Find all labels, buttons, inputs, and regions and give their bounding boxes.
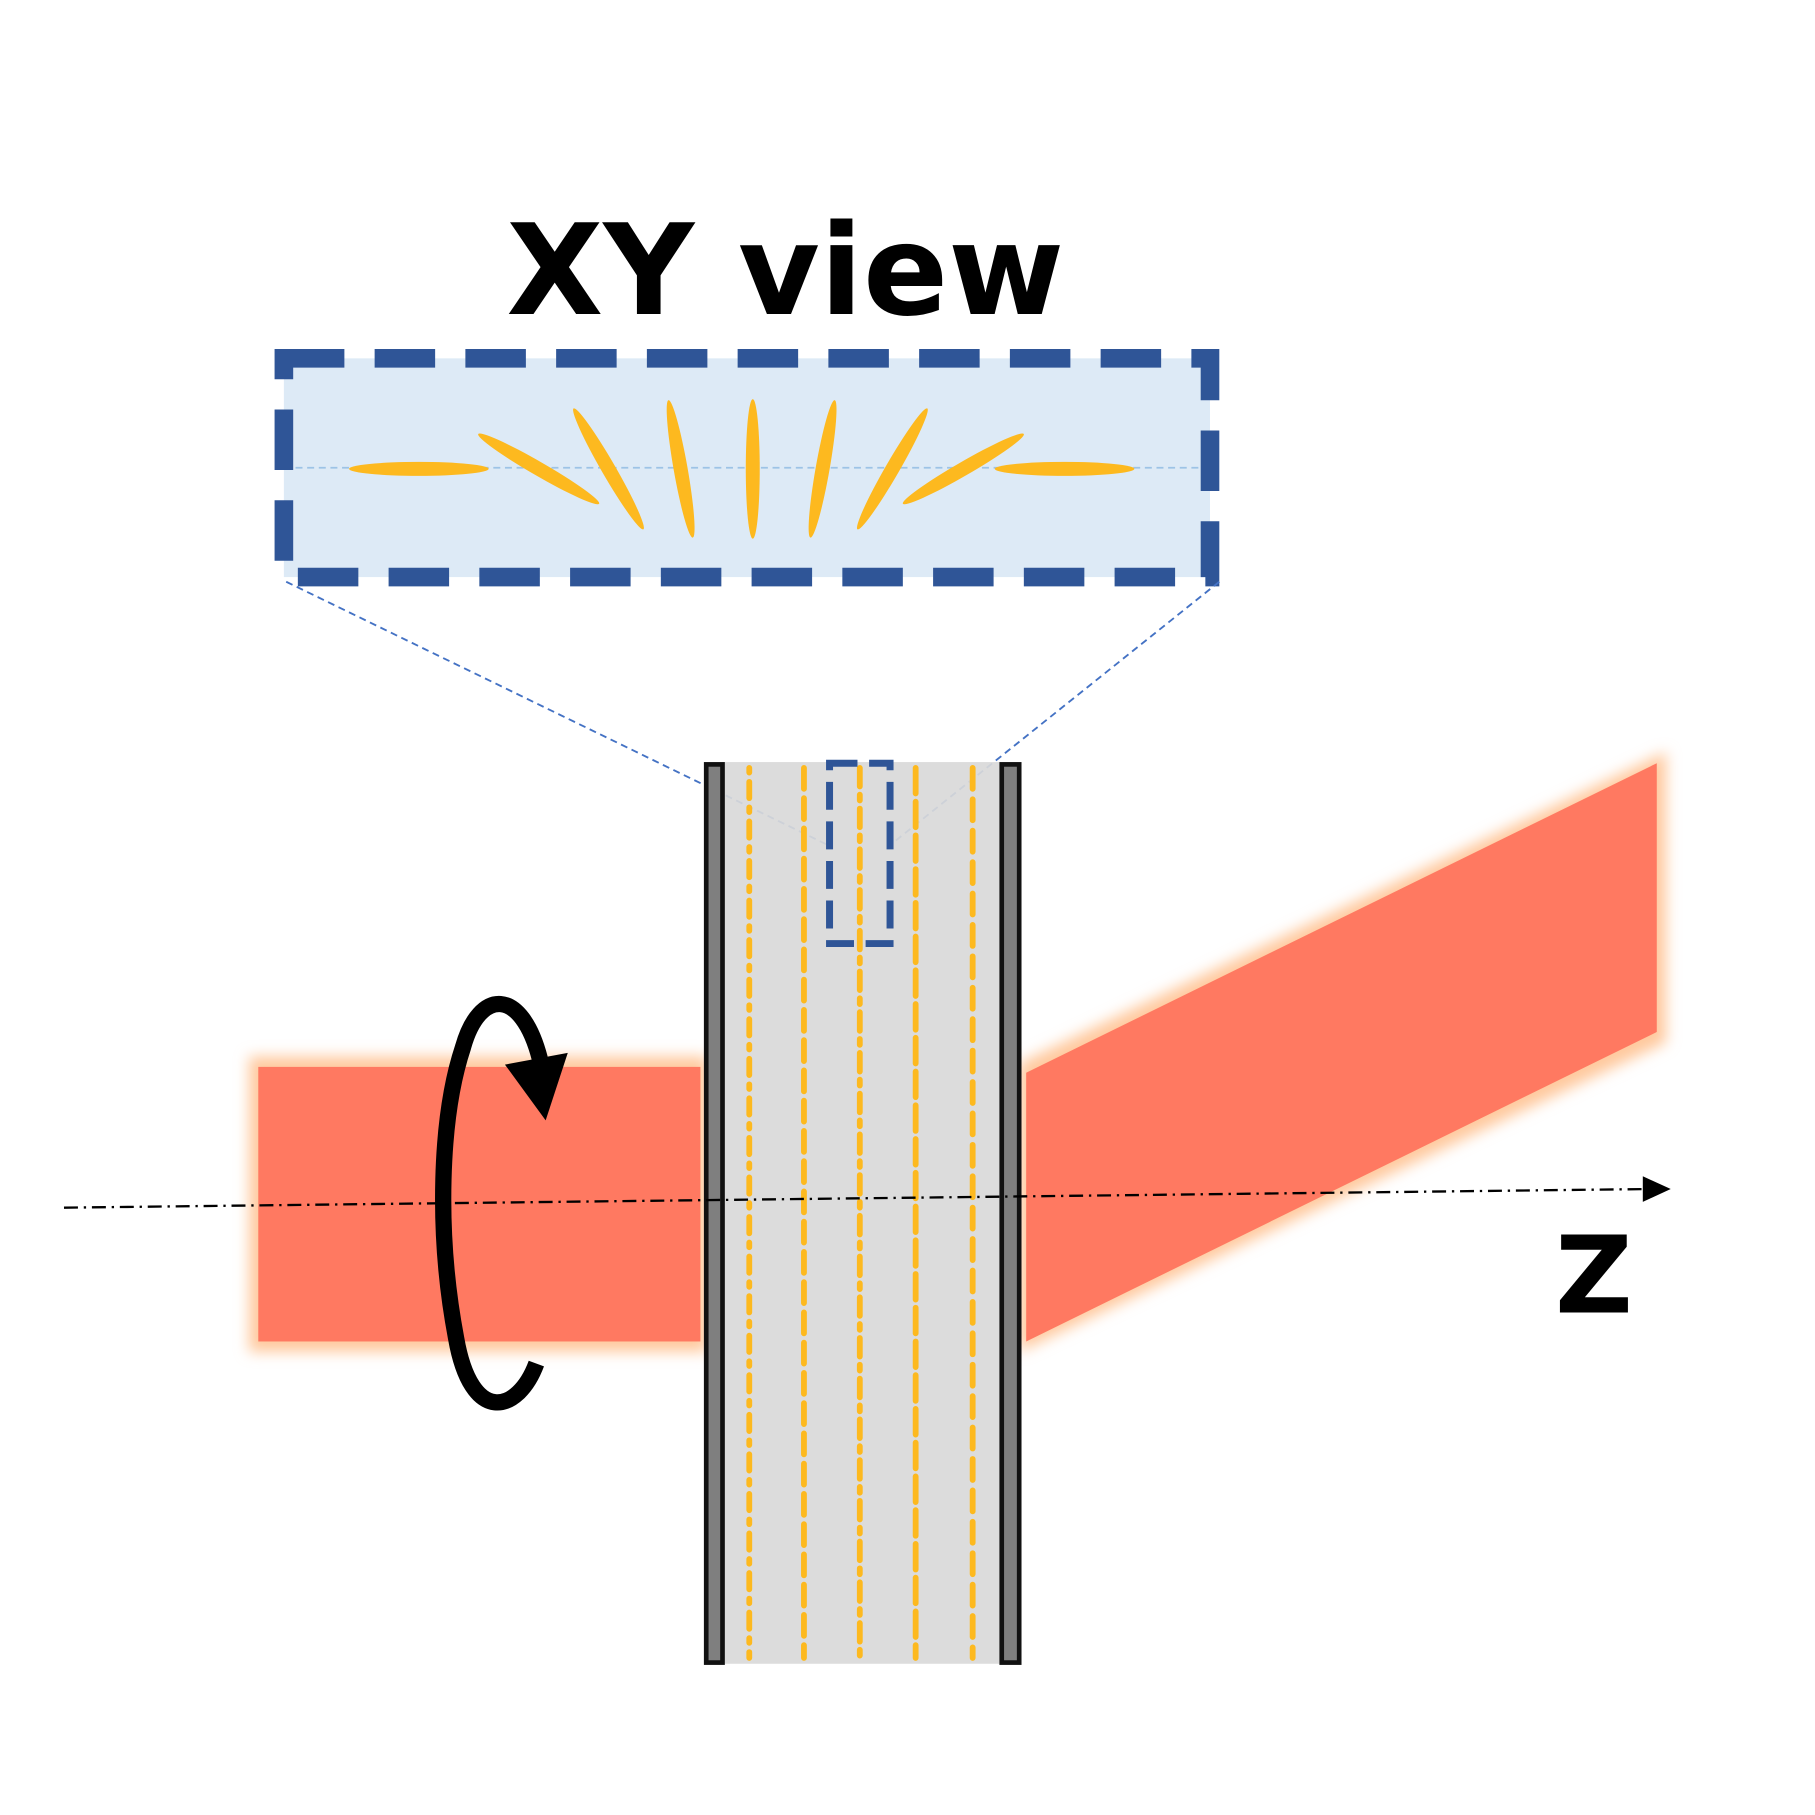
liquid-crystal-cell	[703, 759, 1022, 1665]
molecule-ellipses	[349, 399, 1135, 539]
xy-view-inset	[274, 349, 1220, 587]
z-axis-label: Z	[1555, 1214, 1633, 1338]
z-axis-arrowhead	[1642, 1176, 1671, 1202]
deflected-beam	[1026, 763, 1657, 1342]
xy-view-title: XY view	[506, 197, 1064, 344]
right-substrate	[999, 762, 1022, 1665]
molecule-ellipse	[745, 399, 760, 539]
molecule-ellipse	[808, 400, 837, 538]
molecule-ellipse	[994, 461, 1135, 476]
laser-beam	[248, 751, 1667, 1352]
molecule-ellipse	[349, 461, 489, 476]
director-lines	[746, 764, 976, 1661]
molecule-ellipse	[902, 433, 1024, 505]
z-axis-line	[63, 1187, 1647, 1209]
left-substrate	[703, 762, 725, 1665]
molecule-ellipse	[478, 433, 600, 505]
molecule-ellipse	[573, 408, 644, 530]
molecule-ellipse	[856, 408, 928, 530]
incident-beam	[258, 1066, 701, 1342]
rotation-arrow-icon	[435, 995, 568, 1411]
molecule-ellipse	[666, 400, 695, 538]
inset-dashed-frame	[274, 349, 1220, 587]
